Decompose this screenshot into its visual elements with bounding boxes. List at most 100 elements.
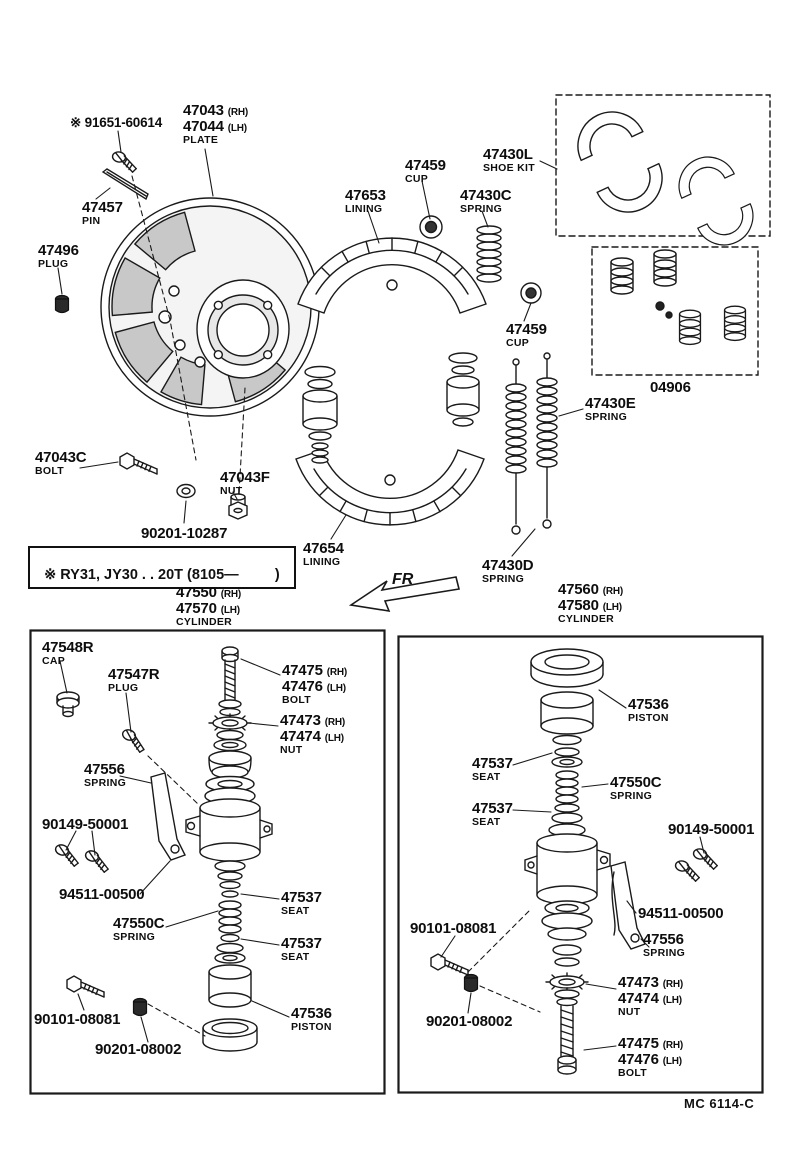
label-90101-right: 90101-08081 [410,920,496,937]
part-number: 90201-08002 [95,1041,182,1058]
part-qualifier: (LH) [662,995,682,1007]
label-cup-mid: 47459 CUP [506,321,547,350]
part-number: 47548R [42,639,94,656]
part-name: PISTON [291,1021,332,1034]
part-name: NUT [280,744,303,757]
note-box: ※ RY31, JY30 . . 20T (8105— ) [28,546,296,589]
part-number: 47653 [345,187,386,204]
part-name: PLUG [38,258,69,271]
part-number: 47474 [618,990,659,1008]
part-number: 47475 [282,662,323,679]
part-qualifier: (LH) [324,733,344,745]
label-seat-lower-right: 47537 SEAT [472,800,513,829]
part-name: CYLINDER [176,616,233,629]
label-cylinder-left-title: 47550 (RH) 47570 (LH) CYLINDER [176,584,242,629]
part-name: SPRING [482,573,525,586]
right-cylinder-box [397,635,764,1094]
part-number: 47475 [618,1035,659,1052]
part-name: SPRING [84,777,127,790]
right-box-side-parts-drawing [430,847,721,993]
part-number: 47537 [281,935,322,952]
label-bolt-left: 47475 (RH) 47476 (LH) BOLT [282,662,348,707]
part-name: SEAT [281,905,310,918]
wheel-cylinder-left-mini-drawing [302,365,338,464]
part-number: 47537 [472,755,513,772]
part-name: SEAT [281,951,310,964]
part-name: SEAT [472,816,501,829]
part-number: 47537 [472,800,513,817]
part-name: SHOE KIT [483,162,535,175]
part-name: LINING [303,556,341,569]
part-qualifier: (LH) [602,602,622,614]
part-number: 47430D [482,557,534,574]
part-number: 94511-00500 [638,905,724,922]
part-number: 47550C [610,774,662,791]
dashed-leaders [131,175,541,1037]
fr-arrow [348,576,460,613]
label-90149-left: 90149-50001 [42,816,128,833]
part-number: 90201-08002 [426,1013,513,1030]
part-number: 47570 [176,600,217,618]
part-number: 47473 [280,712,321,729]
label-washer-90201-10287: 90201-10287 [141,525,227,542]
spring-47430e-drawing [536,352,558,529]
part-name: CYLINDER [558,613,615,626]
part-name: PLATE [183,134,219,147]
part-number: 47044 [183,118,224,136]
left-cylinder-stack-drawing [185,646,273,1052]
part-name: CUP [405,173,429,186]
label-spring-47430d: 47430D SPRING [482,557,534,586]
part-number: 47556 [643,931,684,948]
label-lining-top: 47653 LINING [345,187,386,216]
leader-lines [57,130,705,1051]
part-number: 90101-08081 [34,1011,121,1028]
fr-label: FR [392,571,414,588]
part-number: 47473 [618,974,659,991]
part-qualifier: (RH) [220,589,242,600]
part-number: 47537 [281,889,322,906]
part-number: 47536 [628,696,669,713]
label-seat-lower-left: 47537 SEAT [281,935,322,964]
label-nut-47043f: 47043F NUT [220,469,270,498]
part-number: 47496 [38,242,79,259]
part-number: 47536 [291,1005,332,1022]
cup-47459-top-drawing [419,215,443,239]
part-number: 47560 [558,581,599,598]
label-pin: 47457 PIN [82,199,123,228]
part-qualifier: (RH) [662,979,684,990]
label-bolt-47043c: 47043C BOLT [35,449,87,478]
label-piston-left: 47536 PISTON [291,1005,332,1034]
part-number: 47580 [558,597,599,615]
part-qualifier: (RH) [326,667,348,678]
part-name: PISTON [628,712,669,725]
part-number: 47474 [280,728,321,746]
spring-47430c-drawing [476,225,502,283]
part-number: 47550C [113,915,165,932]
part-name: SPRING [585,411,628,424]
part-qualifier: (LH) [220,605,240,617]
part-name: SEAT [472,771,501,784]
part-number: 47043 [183,102,224,119]
cup-47459-mid-drawing [520,282,542,304]
label-90201-right: 90201-08002 [426,1013,513,1030]
page-code: MC 6114-C [684,1096,755,1111]
label-piston-right: 47536 PISTON [628,696,669,725]
nut-47043f-drawing [228,493,248,520]
part-number: 47654 [303,540,344,557]
part-number: 47043C [35,449,87,466]
shoe-kit-box-drawing [555,94,771,256]
washer-90201-10287-drawing [176,483,196,499]
label-shoe-kit: 47430L SHOE KIT [483,146,535,175]
part-number: 47476 [282,678,323,696]
part-number: 47430E [585,395,636,412]
part-name: PLUG [108,682,139,695]
screw-91651-drawing [109,150,140,174]
part-qualifier: (RH) [662,1040,684,1051]
part-number: 04906 [650,379,691,396]
part-number: 90149-50001 [668,821,755,838]
pin-47457-drawing [101,168,149,201]
part-qualifier: (LH) [326,683,346,695]
part-name: BOLT [35,465,64,478]
label-spring-47556-left: 47556 SPRING [84,761,127,790]
